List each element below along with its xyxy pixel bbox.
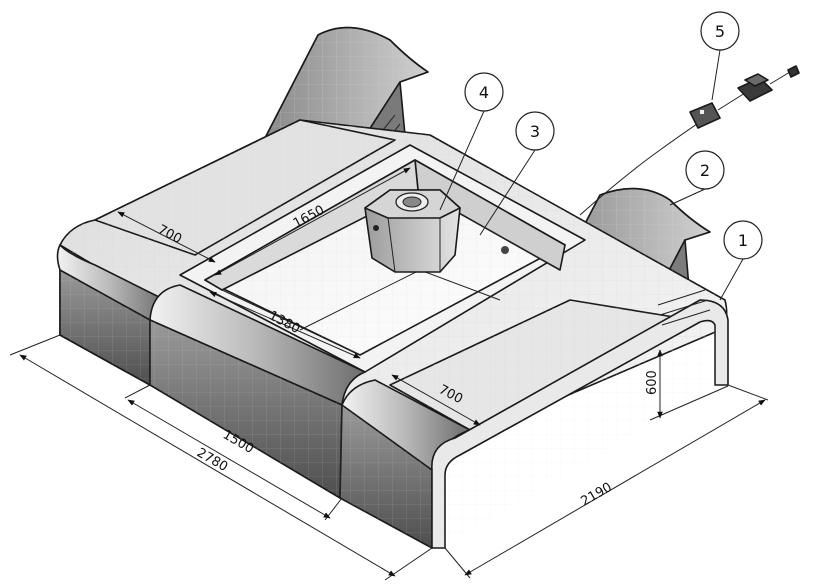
power-cord bbox=[579, 65, 800, 216]
callout-2-circle bbox=[685, 150, 725, 190]
callout-1-circle bbox=[723, 220, 763, 260]
jet-nozzle bbox=[501, 246, 509, 254]
callout-1: 1 bbox=[738, 231, 748, 250]
callout-3: 3 bbox=[530, 122, 540, 141]
dim-600: 600 bbox=[645, 370, 660, 395]
slat-grille-right bbox=[657, 289, 711, 326]
dimension-lines bbox=[9, 167, 769, 581]
callout-2: 2 bbox=[700, 161, 710, 180]
callout-4-circle bbox=[464, 72, 504, 112]
callout-4: 4 bbox=[479, 83, 489, 102]
fountain-head bbox=[364, 189, 461, 273]
callout-3-circle bbox=[515, 111, 555, 151]
callout-5: 5 bbox=[715, 22, 725, 41]
callout-5-circle bbox=[700, 11, 740, 51]
dim-2780: 2780 bbox=[194, 445, 230, 475]
callouts bbox=[439, 11, 763, 301]
dim-2190: 2190 bbox=[579, 480, 615, 510]
